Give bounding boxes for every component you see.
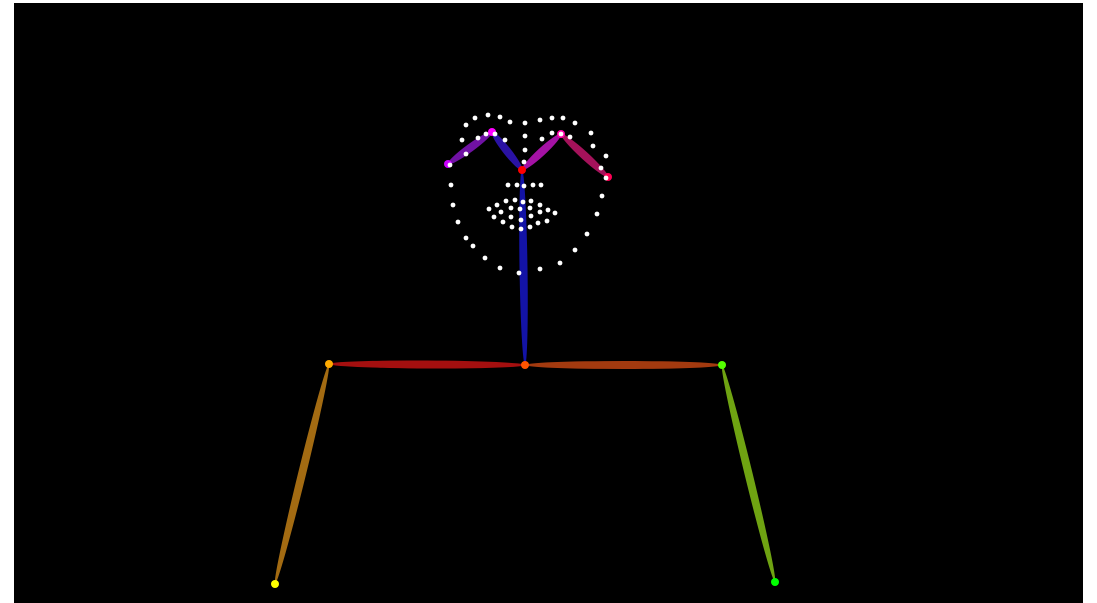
face-landmark-dot (508, 120, 513, 125)
face-landmark-dot (509, 215, 514, 220)
face-landmark-dot (522, 184, 527, 189)
face-landmark-dot (523, 134, 528, 139)
face-landmark-dot (504, 199, 509, 204)
face-landmark-dot (456, 220, 461, 225)
face-landmark-dot (550, 131, 555, 136)
face-landmark-dot (568, 135, 573, 140)
face-landmark-dot (483, 256, 488, 261)
face-landmark-dot (519, 227, 524, 232)
face-landmark-dot (498, 266, 503, 271)
joint-neck (521, 361, 529, 369)
face-landmark-dot (599, 166, 604, 171)
limb-left-shoulder (525, 361, 722, 369)
joint-right-shoulder (325, 360, 333, 368)
face-landmark-dot (558, 261, 563, 266)
face-landmark-dot (464, 123, 469, 128)
face-landmark-dot (536, 221, 541, 226)
pose-canvas (14, 3, 1083, 603)
face-landmark-dot (531, 183, 536, 188)
face-landmark-dot (585, 232, 590, 237)
face-landmark-dot (521, 200, 526, 205)
face-landmark-dot (600, 194, 605, 199)
face-landmark-dot (451, 203, 456, 208)
face-landmark-dot (476, 136, 481, 141)
face-landmark-dot (486, 113, 491, 118)
face-landmark-dot (499, 210, 504, 215)
face-landmark-dot (550, 116, 555, 121)
face-landmark-dot (487, 207, 492, 212)
face-landmark-dot (464, 236, 469, 241)
face-landmark-dot (473, 116, 478, 121)
face-landmark-dot (523, 148, 528, 153)
face-landmarks-layer (448, 113, 609, 276)
face-landmark-dot (528, 206, 533, 211)
face-landmark-dot (513, 198, 518, 203)
face-landmark-dot (545, 219, 550, 224)
face-landmark-dot (528, 225, 533, 230)
face-landmark-dot (538, 267, 543, 272)
face-landmark-dot (591, 144, 596, 149)
face-landmark-dot (559, 132, 564, 137)
face-landmark-dot (498, 115, 503, 120)
face-landmark-dot (484, 132, 489, 137)
face-landmark-dot (604, 176, 609, 181)
face-landmark-dot (501, 220, 506, 225)
face-landmark-dot (529, 214, 534, 219)
face-landmark-dot (539, 183, 544, 188)
face-landmark-dot (493, 132, 498, 137)
limb-left-eye-to-left-ear (558, 131, 610, 180)
face-landmark-dot (573, 121, 578, 126)
limbs-layer (271, 129, 779, 585)
pose-skeleton-svg (14, 3, 1083, 603)
face-landmark-dot (471, 244, 476, 249)
limb-neck (518, 170, 529, 365)
face-landmark-dot (538, 210, 543, 215)
face-landmark-dot (509, 206, 514, 211)
face-landmark-dot (546, 208, 551, 213)
face-landmark-dot (519, 218, 524, 223)
joint-right-elbow (271, 580, 279, 588)
face-landmark-dot (595, 212, 600, 217)
face-landmark-dot (517, 271, 522, 276)
joint-left-shoulder (718, 361, 726, 369)
limb-right-upper-arm (271, 363, 333, 585)
face-landmark-dot (510, 225, 515, 230)
face-landmark-dot (589, 131, 594, 136)
face-landmark-dot (503, 138, 508, 143)
face-landmark-dot (492, 215, 497, 220)
face-landmark-dot (506, 183, 511, 188)
face-landmark-dot (515, 183, 520, 188)
face-landmark-dot (540, 137, 545, 142)
face-landmark-dot (460, 138, 465, 143)
face-landmark-dot (495, 203, 500, 208)
face-landmark-dot (449, 183, 454, 188)
face-landmark-dot (538, 118, 543, 123)
joint-left-elbow (771, 578, 779, 586)
face-landmark-dot (538, 203, 543, 208)
joint-nose (518, 166, 526, 174)
face-landmark-dot (553, 211, 558, 216)
face-landmark-dot (522, 160, 527, 165)
face-landmark-dot (464, 152, 469, 157)
face-landmark-dot (448, 163, 453, 168)
limb-left-upper-arm (718, 364, 779, 583)
face-landmark-dot (561, 116, 566, 121)
face-landmark-dot (523, 121, 528, 126)
face-landmark-dot (529, 199, 534, 204)
face-landmark-dot (604, 154, 609, 159)
limb-right-shoulder (329, 360, 525, 369)
face-landmark-dot (518, 207, 523, 212)
face-landmark-dot (573, 248, 578, 253)
